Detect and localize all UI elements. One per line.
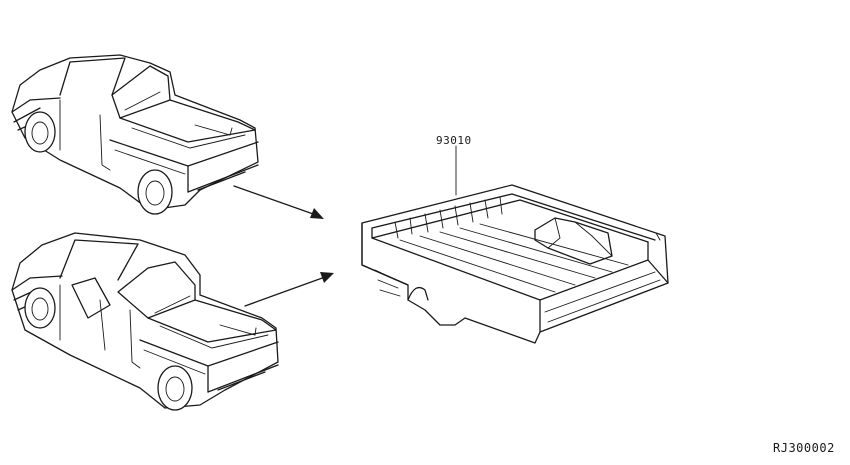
- extended-cab-truck-illustration: [11, 232, 279, 411]
- regular-cab-truck-illustration: [11, 54, 259, 215]
- pointer-arrow-upper: [233, 185, 324, 219]
- truck-bed-assembly-illustration: [361, 184, 669, 344]
- part-number-callout: 93010: [436, 134, 472, 147]
- pointer-arrow-lower: [244, 272, 334, 307]
- diagram-reference-code: RJ300002: [773, 441, 835, 455]
